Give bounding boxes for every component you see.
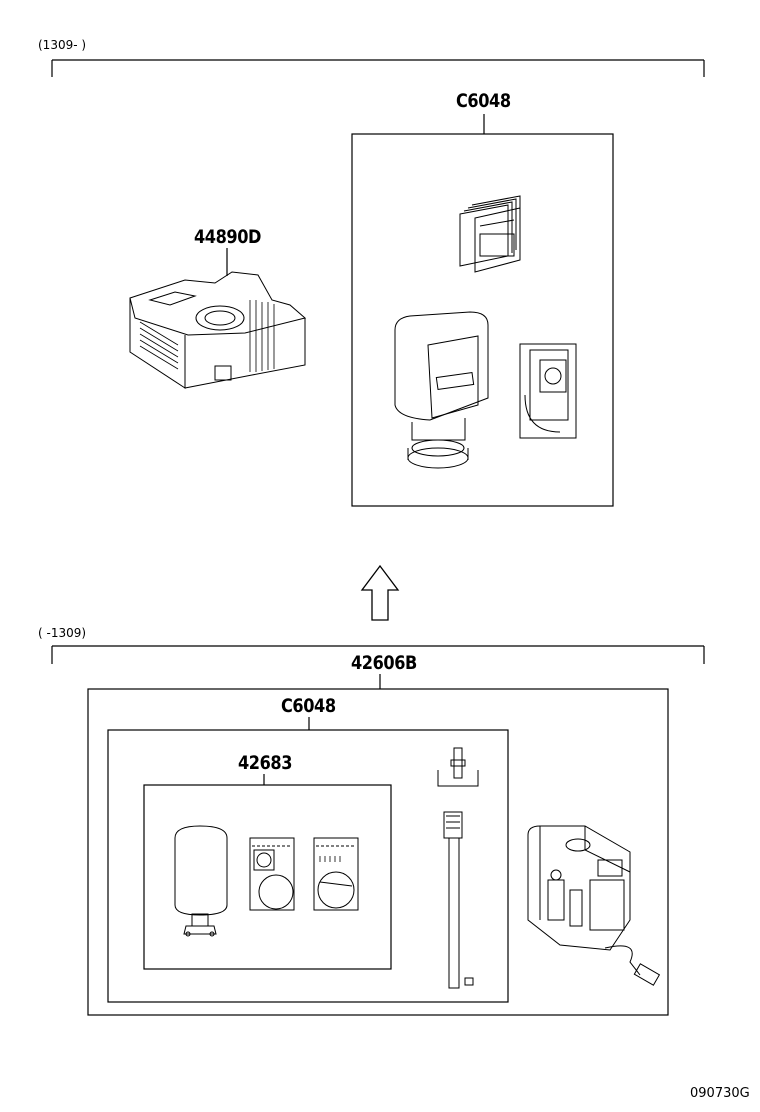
tire-compressor-lower-illustration (527, 825, 661, 986)
upper-range-bracket (51, 59, 705, 77)
part-number-assembly-lower[interactable]: 42606B (351, 652, 417, 674)
valve-tool-illustration (437, 747, 479, 989)
warning-sticker-illustration (519, 343, 577, 439)
kit-lower-box (107, 729, 509, 1003)
sealant-bottle-illustration (394, 311, 489, 469)
kit-upper-box (351, 133, 614, 507)
sticker-wheel-illustration (313, 837, 359, 911)
sticker-speed-illustration (249, 837, 295, 911)
part-number-kit-upper[interactable]: C6048 (456, 90, 511, 112)
part-number-compressor-upper[interactable]: 44890D (194, 226, 262, 248)
tire-compressor-illustration (129, 271, 307, 389)
lower-range-bracket (51, 645, 705, 664)
arrow-up-icon (360, 564, 400, 621)
bottle-lower-box (143, 784, 392, 970)
assembly-lower-box (87, 688, 669, 1016)
upper-range-label: (1309- ) (38, 38, 87, 52)
sealant-bottle-lower-illustration (174, 825, 228, 937)
instruction-booklet-illustration (459, 195, 521, 273)
lower-range-label: ( -1309) (38, 626, 87, 640)
part-number-kit-lower[interactable]: C6048 (281, 695, 336, 717)
drawing-number: 090730G (690, 1086, 750, 1101)
part-number-bottle-lower[interactable]: 42683 (238, 752, 293, 774)
